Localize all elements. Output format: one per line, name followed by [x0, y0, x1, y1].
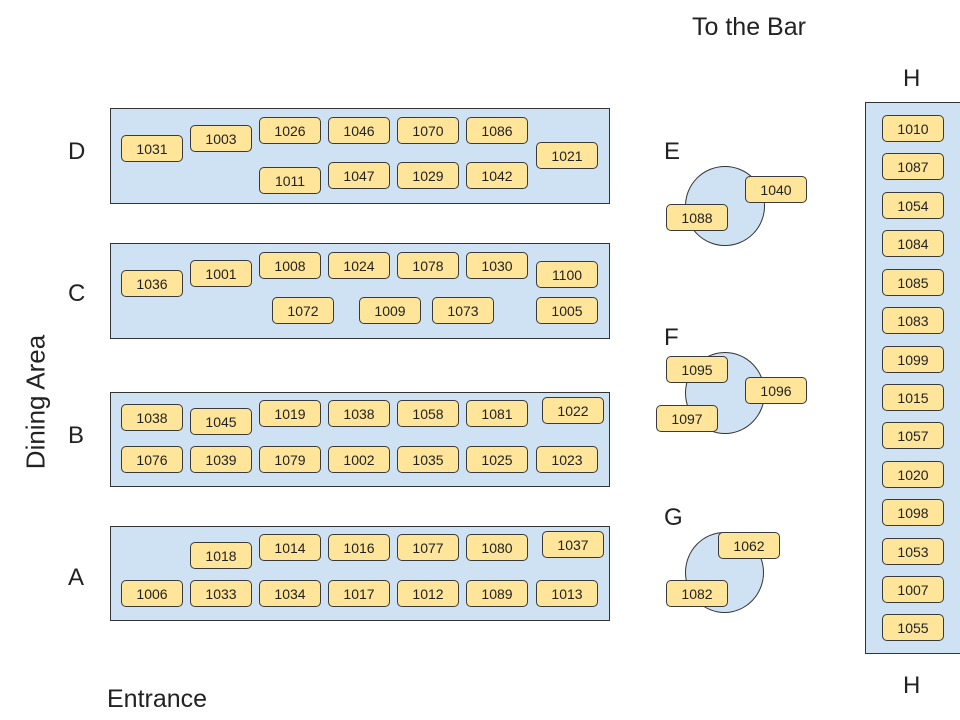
seat[interactable]: 1076: [121, 446, 183, 473]
seat[interactable]: 1088: [666, 204, 728, 231]
seat[interactable]: 1079: [259, 446, 321, 473]
seat[interactable]: 1014: [259, 534, 321, 561]
section-label-h-top: H: [903, 65, 921, 92]
seat[interactable]: 1083: [882, 307, 944, 334]
seat[interactable]: 1022: [542, 397, 604, 424]
section-label-h-bottom: H: [903, 672, 921, 699]
seat[interactable]: 1089: [466, 580, 528, 607]
seat[interactable]: 1086: [466, 117, 528, 144]
seat[interactable]: 1012: [397, 580, 459, 607]
seat[interactable]: 1081: [466, 400, 528, 427]
seat[interactable]: 1036: [121, 270, 183, 297]
seat[interactable]: 1053: [882, 538, 944, 565]
seat[interactable]: 1080: [466, 534, 528, 561]
section-label-g: G: [664, 504, 683, 531]
seat[interactable]: 1045: [190, 408, 252, 435]
seat[interactable]: 1008: [259, 252, 321, 279]
seat[interactable]: 1072: [272, 297, 334, 324]
section-label-d: D: [68, 138, 86, 165]
seat[interactable]: 1006: [121, 580, 183, 607]
seat[interactable]: 1021: [536, 142, 598, 169]
seat[interactable]: 1033: [190, 580, 252, 607]
seat[interactable]: 1055: [882, 614, 944, 641]
seat[interactable]: 1073: [432, 297, 494, 324]
seat[interactable]: 1077: [397, 534, 459, 561]
seat[interactable]: 1095: [666, 356, 728, 383]
seat[interactable]: 1096: [745, 377, 807, 404]
seat[interactable]: 1054: [882, 192, 944, 219]
seat[interactable]: 1009: [359, 297, 421, 324]
seat[interactable]: 1025: [466, 446, 528, 473]
section-label-e: E: [664, 138, 681, 165]
seat[interactable]: 1082: [666, 580, 728, 607]
seat[interactable]: 1034: [259, 580, 321, 607]
seat[interactable]: 1010: [882, 115, 944, 142]
section-label-a: A: [68, 564, 85, 591]
seat[interactable]: 1062: [718, 532, 780, 559]
seat[interactable]: 1042: [466, 162, 528, 189]
seat[interactable]: 1057: [882, 422, 944, 449]
seat[interactable]: 1030: [466, 252, 528, 279]
seat[interactable]: 1029: [397, 162, 459, 189]
seat[interactable]: 1038: [121, 404, 183, 431]
seat[interactable]: 1046: [328, 117, 390, 144]
section-label-c: C: [68, 280, 86, 307]
seat[interactable]: 1031: [121, 135, 183, 162]
dining-area-label: Dining Area: [20, 334, 51, 470]
section-label-b: B: [68, 422, 85, 449]
seat[interactable]: 1040: [745, 176, 807, 203]
seat[interactable]: 1024: [328, 252, 390, 279]
table-h: [865, 102, 960, 654]
seat[interactable]: 1097: [656, 405, 718, 432]
seat[interactable]: 1003: [190, 125, 252, 152]
seat[interactable]: 1013: [536, 580, 598, 607]
seat[interactable]: 1085: [882, 269, 944, 296]
seat[interactable]: 1016: [328, 534, 390, 561]
seat[interactable]: 1011: [259, 167, 321, 194]
seat[interactable]: 1070: [397, 117, 459, 144]
seat[interactable]: 1020: [882, 461, 944, 488]
entrance-label: Entrance: [107, 685, 208, 713]
seat[interactable]: 1100: [536, 261, 598, 288]
seat[interactable]: 1084: [882, 230, 944, 257]
seat[interactable]: 1017: [328, 580, 390, 607]
seat[interactable]: 1001: [190, 260, 252, 287]
seat[interactable]: 1035: [397, 446, 459, 473]
seat[interactable]: 1037: [542, 531, 604, 558]
seat[interactable]: 1038: [328, 400, 390, 427]
seat[interactable]: 1002: [328, 446, 390, 473]
seat[interactable]: 1023: [536, 446, 598, 473]
seat[interactable]: 1018: [190, 542, 252, 569]
seat[interactable]: 1058: [397, 400, 459, 427]
seat[interactable]: 1015: [882, 384, 944, 411]
seat[interactable]: 1047: [328, 162, 390, 189]
seat[interactable]: 1099: [882, 346, 944, 373]
seat[interactable]: 1039: [190, 446, 252, 473]
seat[interactable]: 1098: [882, 499, 944, 526]
seat[interactable]: 1019: [259, 400, 321, 427]
seat[interactable]: 1007: [882, 576, 944, 603]
seat[interactable]: 1078: [397, 252, 459, 279]
seat[interactable]: 1087: [882, 153, 944, 180]
section-label-f: F: [664, 324, 679, 351]
seat[interactable]: 1026: [259, 117, 321, 144]
bar-label: To the Bar: [692, 13, 806, 41]
seat[interactable]: 1005: [536, 297, 598, 324]
